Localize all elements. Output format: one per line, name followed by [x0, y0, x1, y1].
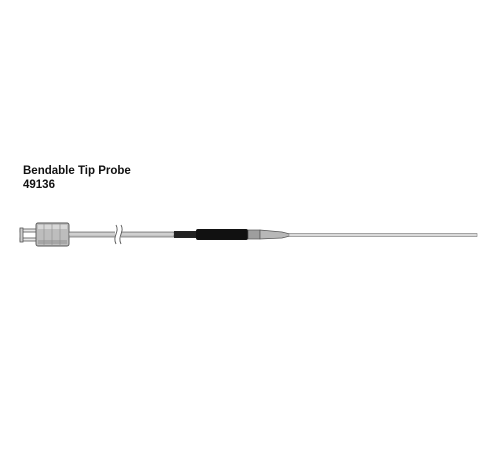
probe-tip	[288, 233, 478, 237]
connector-body	[35, 222, 70, 247]
break-mark	[114, 224, 123, 245]
product-name: Bendable Tip Probe	[23, 165, 131, 177]
probe-handle	[174, 229, 291, 240]
product-caption: Bendable Tip Probe 49136	[23, 164, 131, 192]
connector-prongs	[19, 227, 38, 243]
product-number: 49136	[23, 179, 55, 191]
